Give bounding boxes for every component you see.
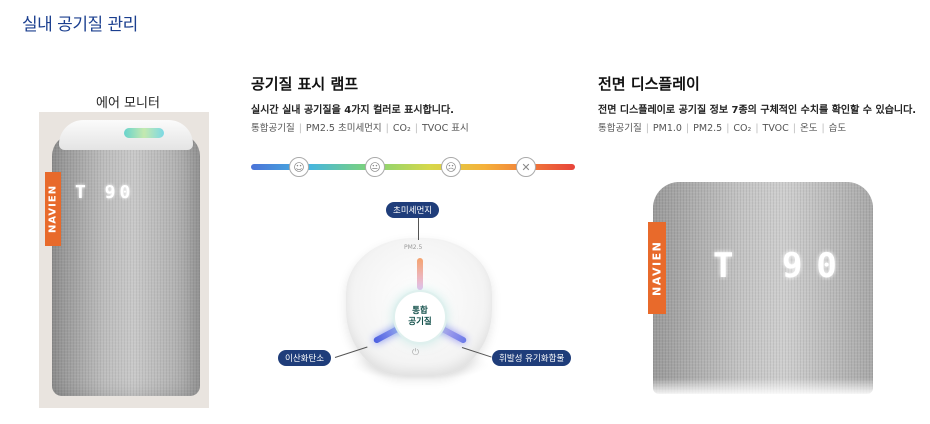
display-item: CO₂ [733, 123, 752, 134]
device-body [52, 134, 200, 396]
display-item: 습도 [828, 123, 847, 134]
lamp-center-line2: 공기질 [408, 317, 432, 327]
lamp-items-list: 통합공기질|PM2.5 초미세먼지|CO₂|TVOC 표시 [251, 123, 469, 134]
brand-label: NAVIEN [45, 172, 61, 246]
lamp-center-line1: 통합 [412, 306, 428, 317]
label-tvoc: 휘발성 유기화합물 [492, 350, 572, 366]
device-display-readout: T 90 [75, 182, 135, 203]
brand-label: NAVIEN [648, 222, 666, 314]
display-item: PM2.5 [693, 123, 723, 134]
face-very-bad-icon: ✕ [516, 157, 536, 177]
lamp-section-description: 실시간 실내 공기질을 4가지 컬러로 표시합니다. [251, 105, 454, 116]
device-fade [653, 378, 873, 396]
label-fine-dust: 초미세먼지 [386, 202, 440, 218]
lamp-item: 통합공기질 [251, 123, 295, 134]
color-scale-bar [251, 164, 575, 170]
lamp-item: CO₂ [392, 123, 411, 134]
display-item: 온도 [799, 123, 818, 134]
power-icon: ⏻ [412, 348, 420, 358]
display-item: 통합공기질 [598, 123, 642, 134]
lamp-item: TVOC 표시 [422, 123, 469, 134]
display-item: TVOC [762, 123, 789, 134]
status-light [124, 128, 164, 138]
face-normal-icon: 😐 [365, 157, 385, 177]
display-section-title: 전면 디스플레이 [598, 75, 700, 93]
air-monitor-title: 에어 모니터 [96, 96, 160, 111]
display-item: PM1.0 [652, 123, 682, 134]
label-co2: 이산화탄소 [278, 350, 332, 366]
lamp-item: PM2.5 초미세먼지 [305, 123, 382, 134]
page-title: 실내 공기질 관리 [22, 15, 138, 35]
lamp-light-top [417, 258, 423, 290]
device-body [653, 182, 873, 394]
display-section-description: 전면 디스플레이로 공기질 정보 7종의 구체적인 수치를 확인할 수 있습니다… [598, 105, 917, 116]
lamp-pm-label: PM2.5 [404, 244, 423, 251]
device-display-readout: T 90 [713, 246, 851, 286]
air-monitor-photo: NAVIEN T 90 [39, 112, 209, 408]
face-bad-icon: ☹ [441, 157, 461, 177]
face-good-icon: ☺ [289, 157, 309, 177]
leader-line-top [418, 218, 419, 240]
lamp-section-title: 공기질 표시 램프 [251, 75, 359, 93]
front-display-photo: NAVIEN T 90 [643, 178, 883, 396]
display-items-list: 통합공기질|PM1.0|PM2.5|CO₂|TVOC|온도|습도 [598, 123, 847, 134]
